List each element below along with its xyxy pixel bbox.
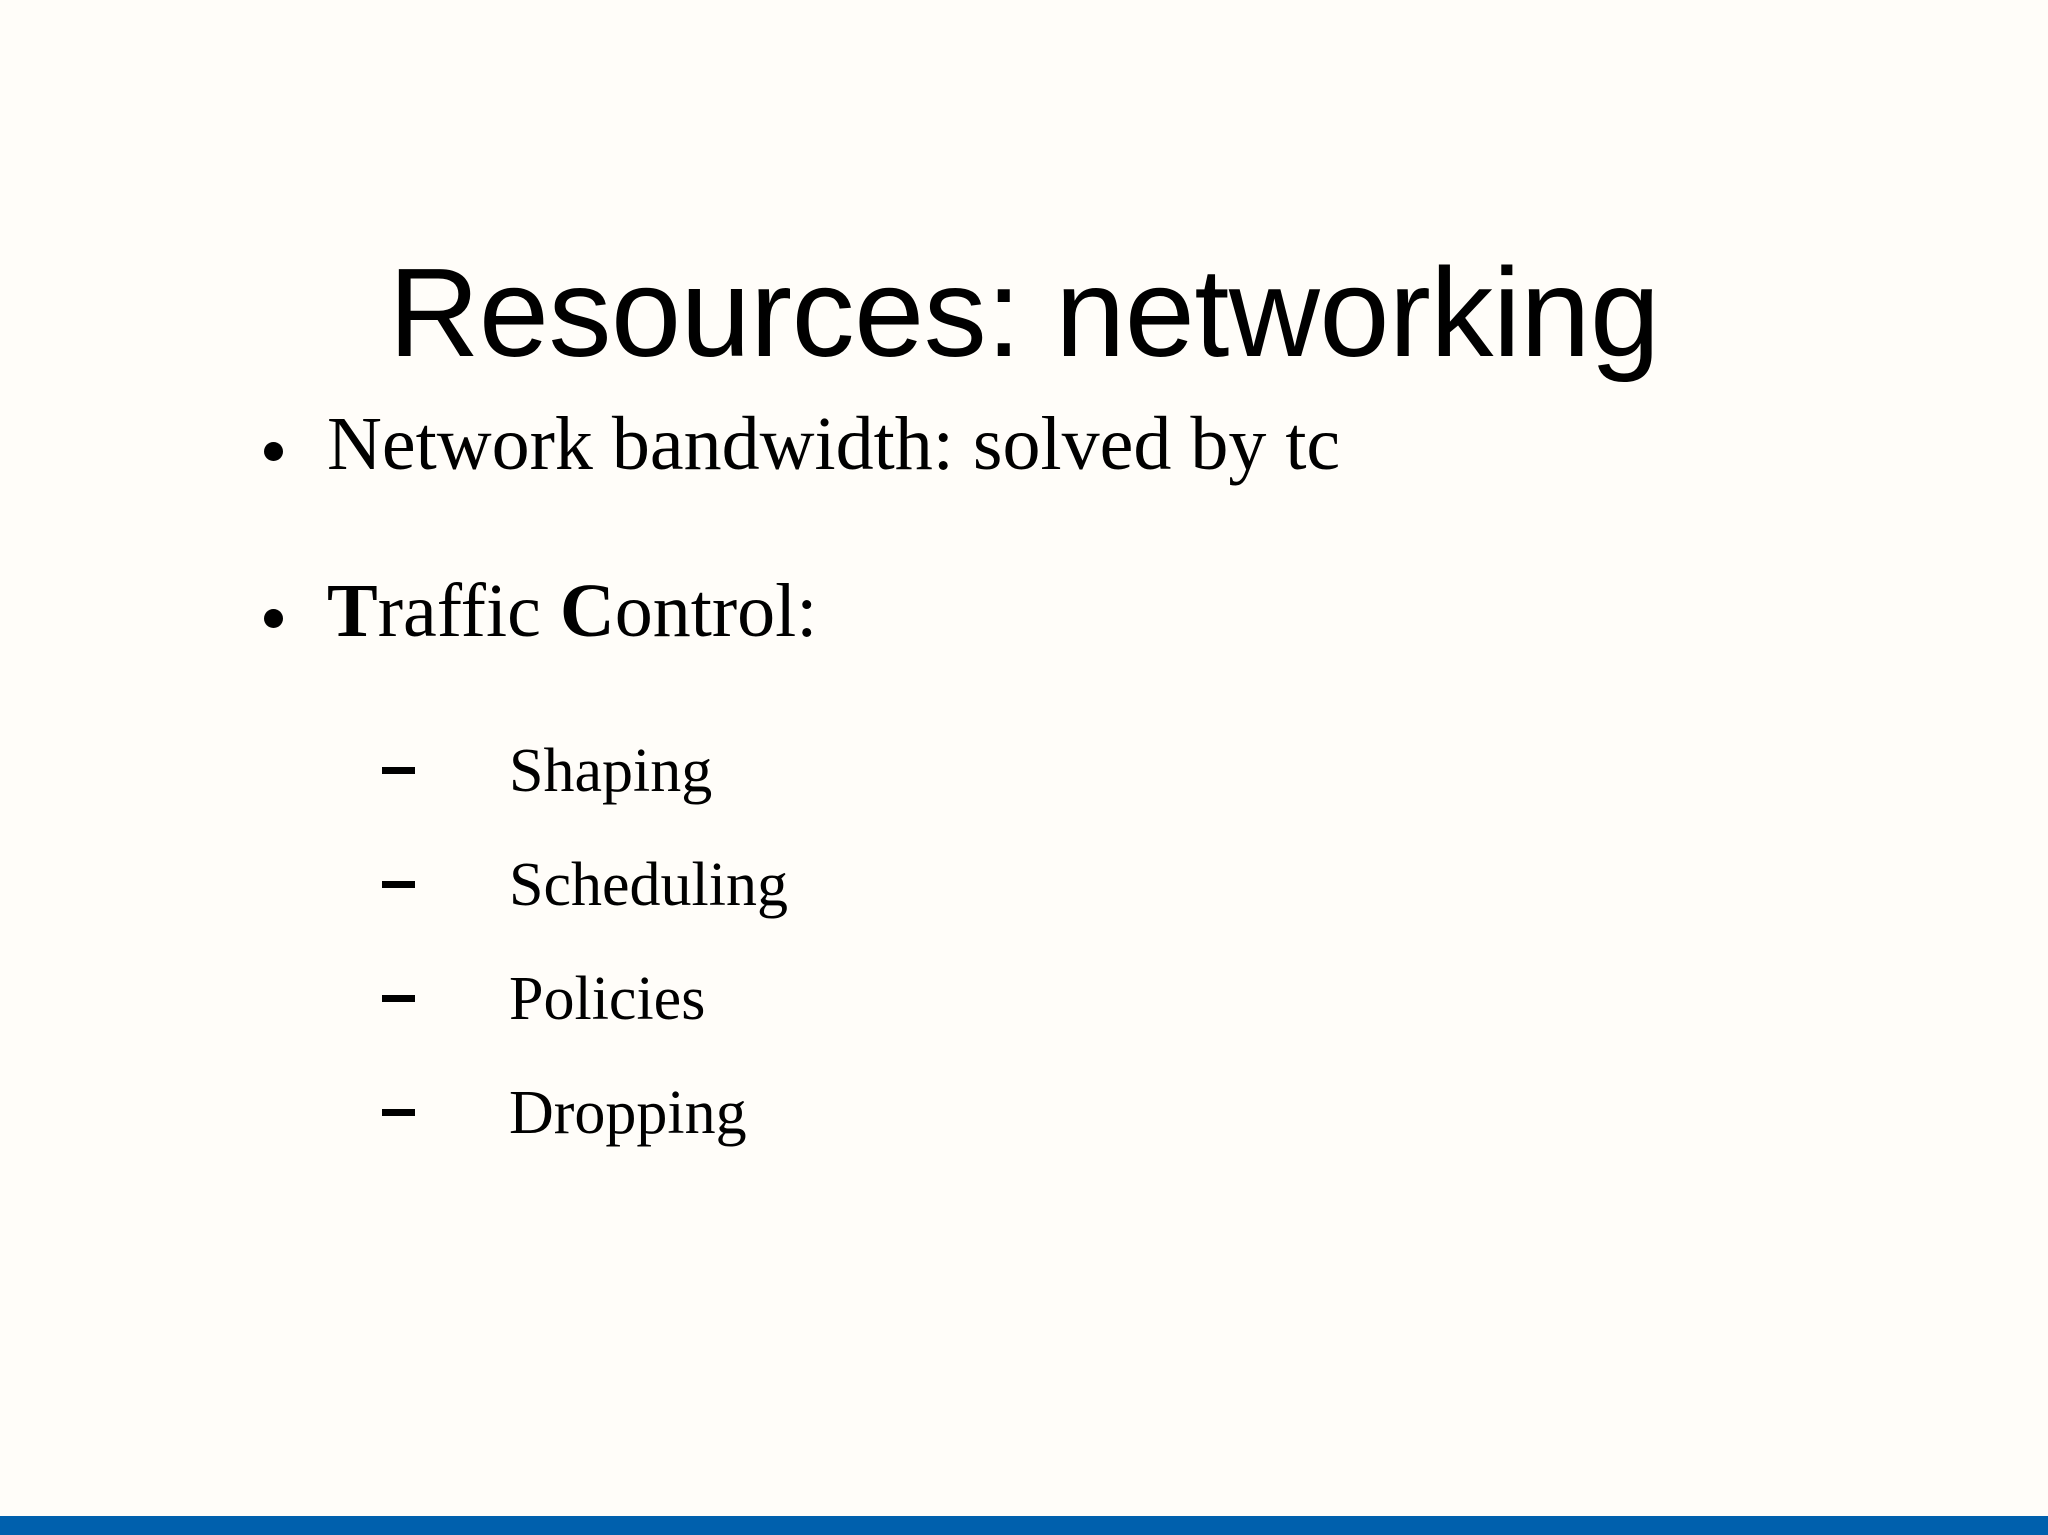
en-dash-icon: [382, 968, 442, 1030]
list-item-label: Traffic Control:: [327, 569, 817, 653]
en-dash-icon: [382, 740, 442, 802]
list-item-label: Policies: [509, 965, 706, 1033]
list-item-label-segment: T: [327, 569, 378, 653]
list-item-label: Shaping: [509, 737, 713, 805]
list-item: Dropping: [250, 1082, 1928, 1144]
list-item-label: Scheduling: [509, 851, 788, 919]
list-item: Traffic Control:: [250, 573, 1928, 649]
list-item-label-segment: C: [559, 569, 615, 653]
list-item: Network bandwidth: solved by tc: [250, 406, 1928, 482]
list-item-label-segment: ontrol:: [614, 569, 818, 653]
footer-accent-bar: [0, 1516, 2048, 1535]
list-item: Shaping: [250, 740, 1928, 802]
en-dash-icon: [382, 854, 442, 916]
sub-list: Shaping Scheduling Policies Dropping: [250, 740, 1928, 1144]
list-item: Scheduling: [250, 854, 1928, 916]
list-item-label: Dropping: [509, 1079, 747, 1147]
list-item-label-segment: raffic: [377, 569, 560, 653]
slide-body-outline: Network bandwidth: solved by tc Traffic …: [250, 406, 1928, 1196]
en-dash-icon: [382, 1082, 442, 1144]
list-item: Policies: [250, 968, 1928, 1030]
list-item-label: Network bandwidth: solved by tc: [327, 402, 1341, 486]
page-title: Resources: networking: [388, 242, 1660, 384]
